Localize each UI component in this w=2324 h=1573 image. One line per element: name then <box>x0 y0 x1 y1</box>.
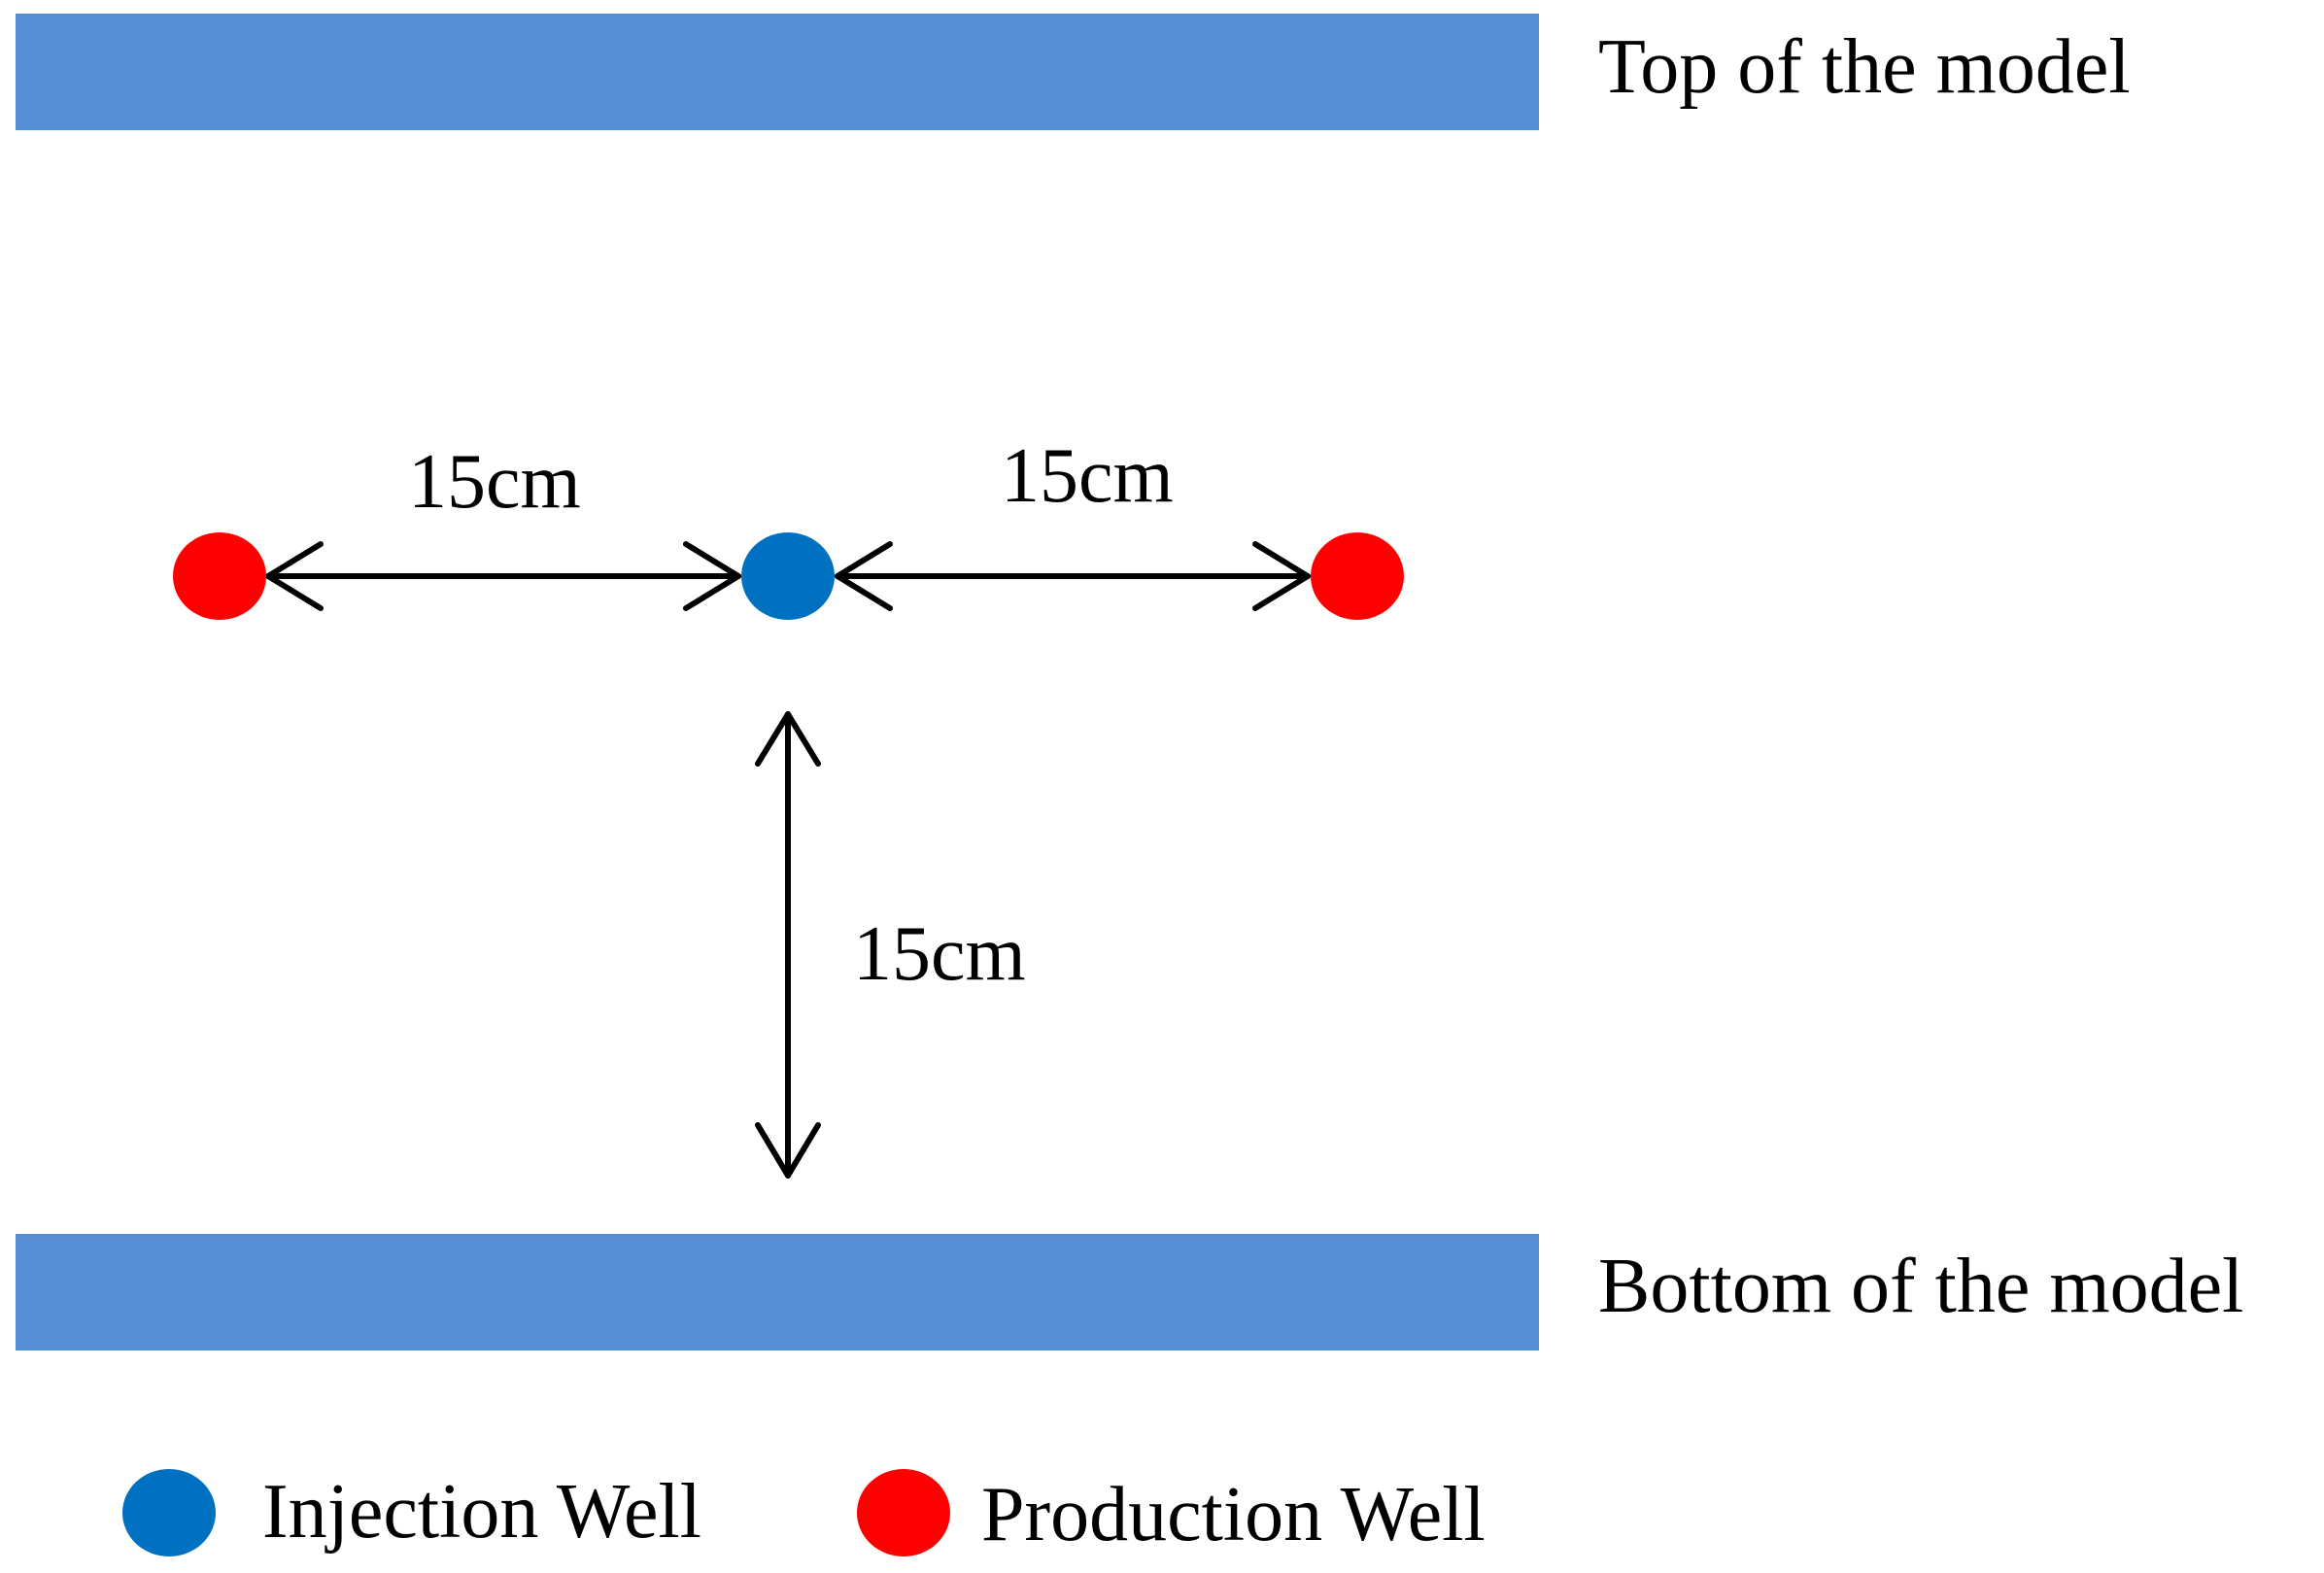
legend: Injection Well Production Well <box>122 1469 1486 1557</box>
right-spacing-label: 15cm <box>1001 433 1174 519</box>
top-boundary-bar <box>16 14 1539 130</box>
top-boundary-label: Top of the model <box>1598 24 2131 110</box>
left-spacing-label: 15cm <box>408 439 581 525</box>
injection-well <box>741 532 835 620</box>
bottom-boundary-bar <box>16 1234 1539 1351</box>
bottom-boundary-label: Bottom of the model <box>1598 1244 2243 1329</box>
left-spacing-arrow <box>265 541 741 611</box>
vertical-spacing-label: 15cm <box>853 911 1026 997</box>
legend-injection-marker <box>122 1469 216 1556</box>
legend-injection-label: Injection Well <box>262 1469 701 1555</box>
right-spacing-arrow <box>835 541 1311 611</box>
production-well-left <box>173 532 266 620</box>
legend-production-label: Production Well <box>981 1472 1486 1557</box>
vertical-spacing-arrow <box>755 711 821 1179</box>
production-well-right <box>1311 532 1404 620</box>
legend-production-marker <box>857 1469 950 1556</box>
